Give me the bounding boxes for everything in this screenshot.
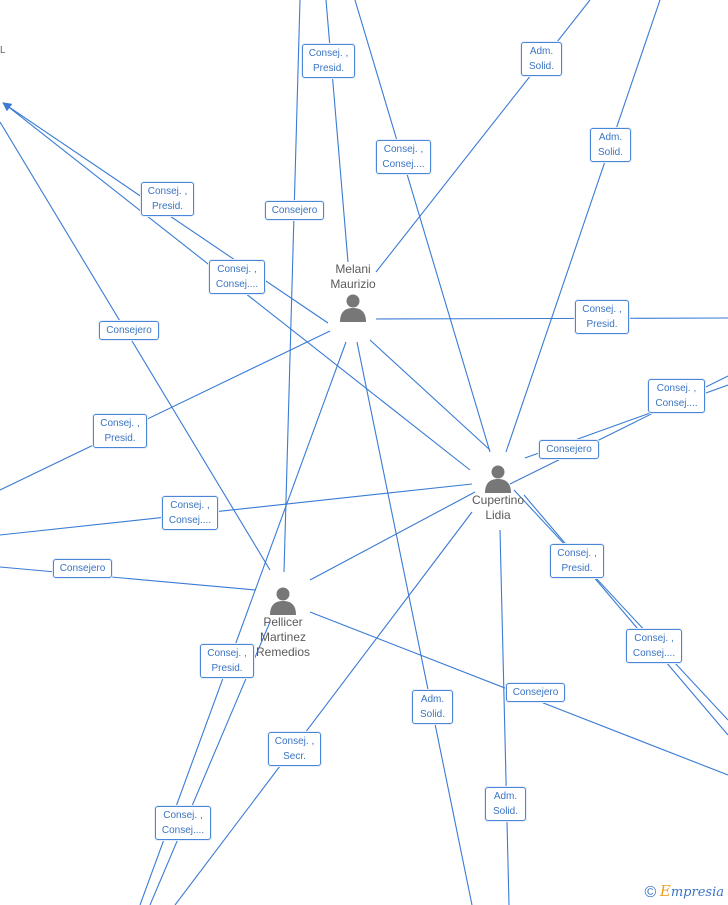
relation-label[interactable]: Consejero [53, 559, 112, 578]
relation-label[interactable]: Consej. , Consej.... [155, 806, 211, 840]
relation-label[interactable]: Consej. , Consej.... [626, 629, 682, 663]
relation-label[interactable]: Adm. Solid. [412, 690, 453, 724]
person-node-cupertino[interactable]: Cupertino Lidia [448, 463, 548, 523]
brand-logo: © Empresia [644, 882, 724, 902]
person-icon [340, 294, 366, 322]
relation-label[interactable]: Consejero [539, 440, 599, 459]
edge [505, 0, 661, 453]
relation-label[interactable]: Consejero [99, 321, 159, 340]
relation-label[interactable]: Consej. , Presid. [200, 644, 254, 678]
person-icon [485, 465, 511, 493]
relation-label[interactable]: Consej. , Secr. [268, 732, 321, 766]
relation-label[interactable]: Consejero [265, 201, 324, 220]
person-name: Pellicer Martinez Remedios [255, 615, 311, 659]
edge [513, 489, 728, 721]
edge [325, 0, 349, 263]
edge [0, 566, 257, 591]
edge [523, 494, 728, 736]
relation-label[interactable]: Consej. , Presid. [575, 300, 629, 334]
person-name: Melani Maurizio [330, 262, 376, 291]
relation-label[interactable]: Consejero [506, 683, 565, 702]
edge [0, 121, 271, 571]
copyright-icon: © [644, 884, 657, 901]
brand-name: mpresia [670, 885, 724, 900]
brand-initial: E [659, 882, 671, 900]
edge [354, 0, 491, 453]
relation-label[interactable]: Consej. , Consej.... [162, 496, 218, 530]
person-name: Cupertino Lidia [471, 493, 525, 522]
person-node-pellicer[interactable]: Pellicer Martinez Remedios [233, 585, 333, 660]
edge [375, 0, 591, 273]
relation-label[interactable]: Adm. Solid. [485, 787, 526, 821]
edge [174, 511, 473, 905]
relation-label[interactable]: Consej. , Consej.... [648, 379, 705, 413]
relation-label[interactable]: Consej. , Presid. [550, 544, 604, 578]
edge [309, 491, 476, 581]
edge-marker-text: L [0, 45, 6, 56]
edge [283, 0, 301, 573]
relation-label[interactable]: Consej. , Consej.... [376, 140, 431, 174]
edge [369, 339, 491, 451]
relation-label[interactable]: Consej. , Presid. [302, 44, 355, 78]
person-node-melani[interactable]: Melani Maurizio [303, 262, 403, 322]
edge [356, 341, 473, 905]
person-icon [270, 587, 296, 615]
relation-label[interactable]: Consej. , Presid. [141, 182, 194, 216]
relation-label[interactable]: Adm. Solid. [590, 128, 631, 162]
edge [0, 483, 473, 536]
relation-label[interactable]: Adm. Solid. [521, 42, 562, 76]
relation-label[interactable]: Consej. , Presid. [93, 414, 147, 448]
edge [499, 529, 510, 905]
edge [0, 330, 331, 491]
relation-label[interactable]: Consej. , Consej.... [209, 260, 265, 294]
